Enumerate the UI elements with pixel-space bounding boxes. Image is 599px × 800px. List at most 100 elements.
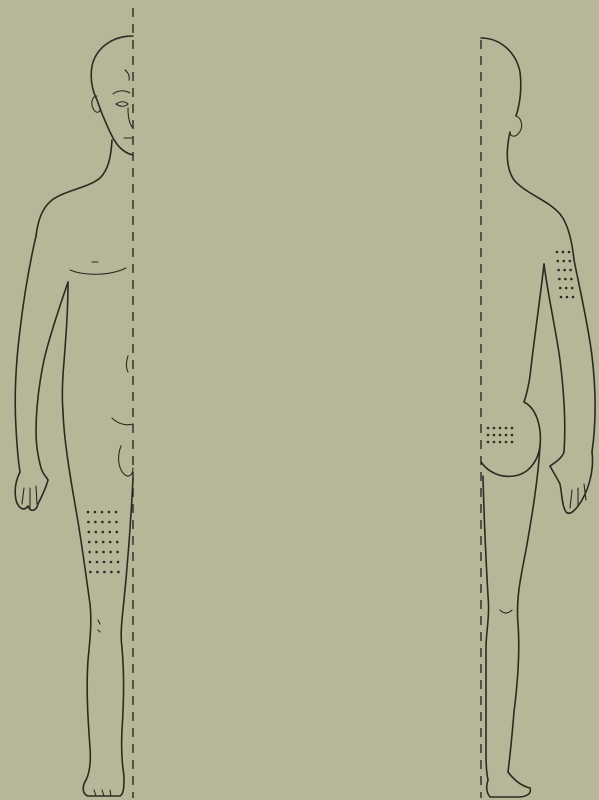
marking-dot: [569, 260, 572, 263]
marking-dot: [95, 531, 98, 534]
marking-dot: [511, 427, 514, 430]
front-foot: [83, 776, 124, 796]
marking-dot: [115, 511, 118, 514]
back-figure: [481, 38, 595, 798]
marking-dot: [116, 541, 119, 544]
back-knee: [500, 610, 512, 613]
marking-dot: [499, 427, 502, 430]
marking-dot: [493, 434, 496, 437]
marking-dot: [563, 260, 566, 263]
marking-dot: [94, 521, 97, 524]
marking-dot: [564, 278, 567, 281]
back-buttock: [481, 402, 540, 476]
marking-dot: [89, 561, 92, 564]
front-groin-line: [112, 418, 133, 425]
back-neck-shoulder: [507, 132, 574, 260]
front-fingers: [22, 486, 37, 508]
front-toes: [94, 790, 111, 796]
marking-dot: [109, 551, 112, 554]
front-leg-inner: [121, 478, 133, 776]
front-figure: [15, 8, 133, 798]
marking-dot: [493, 441, 496, 444]
marking-dot: [557, 269, 560, 272]
marking-dot: [87, 521, 90, 524]
marking-dot: [88, 531, 91, 534]
marking-dot: [499, 441, 502, 444]
marking-dot: [102, 531, 105, 534]
marking-dot: [101, 521, 104, 524]
marking-dot: [116, 531, 119, 534]
marking-dot: [108, 511, 111, 514]
marking-dot: [566, 296, 569, 299]
marking-dot: [571, 287, 574, 290]
marking-dot: [103, 561, 106, 564]
back-leg-inner: [483, 476, 489, 780]
back-leg-outer: [508, 446, 540, 772]
marking-dot: [569, 269, 572, 272]
marking-dot: [103, 571, 106, 574]
marking-dot: [505, 441, 508, 444]
marking-dot: [493, 427, 496, 430]
back-upper-arm-marks: [556, 251, 575, 299]
back-arm-inner: [544, 264, 565, 452]
marking-dot: [88, 541, 91, 544]
marking-dot: [556, 251, 559, 254]
marking-dot: [560, 296, 563, 299]
marking-dot: [89, 571, 92, 574]
marking-dot: [505, 427, 508, 430]
front-abdomen: [127, 356, 129, 372]
front-genital: [119, 446, 133, 476]
front-head-outline: [91, 36, 133, 155]
marking-dot: [511, 441, 514, 444]
marking-dot: [95, 541, 98, 544]
marking-dot: [117, 561, 120, 564]
marking-dot: [88, 551, 91, 554]
back-ear: [510, 116, 522, 136]
marking-dot: [116, 551, 119, 554]
marking-dot: [110, 561, 113, 564]
marking-dot: [499, 434, 502, 437]
marking-dot: [115, 521, 118, 524]
back-buttock-marks: [487, 427, 514, 444]
back-torso-side: [524, 264, 544, 402]
marking-dot: [558, 278, 561, 281]
front-hair: [125, 70, 129, 80]
marking-dot: [101, 511, 104, 514]
marking-dot: [87, 511, 90, 514]
marking-dot: [559, 287, 562, 290]
back-hand: [550, 452, 593, 513]
marking-dot: [562, 251, 565, 254]
front-eyebrow: [113, 91, 130, 94]
marking-dot: [96, 561, 99, 564]
marking-dot: [511, 434, 514, 437]
marking-dot: [109, 531, 112, 534]
front-nose: [128, 108, 133, 128]
marking-dot: [565, 287, 568, 290]
marking-dot: [557, 260, 560, 263]
back-head-outline: [481, 38, 521, 116]
marking-dot: [117, 571, 120, 574]
front-torso-side: [62, 282, 68, 412]
front-chest-line: [70, 268, 126, 274]
marking-dot: [94, 511, 97, 514]
back-foot: [487, 772, 531, 797]
marking-dot: [96, 571, 99, 574]
marking-dot: [108, 521, 111, 524]
front-thigh-marks: [87, 511, 120, 574]
back-arm-outer: [574, 260, 595, 452]
front-knee: [98, 620, 100, 632]
marking-dot: [487, 434, 490, 437]
marking-dot: [102, 551, 105, 554]
marking-dot: [563, 269, 566, 272]
front-eye: [116, 102, 128, 107]
front-leg-outer: [63, 412, 91, 780]
front-neck-shoulder: [36, 140, 112, 236]
marking-dot: [110, 571, 113, 574]
marking-dot: [487, 441, 490, 444]
marking-dot: [572, 296, 575, 299]
marking-dot: [109, 541, 112, 544]
marking-dot: [570, 278, 573, 281]
marking-dot: [102, 541, 105, 544]
